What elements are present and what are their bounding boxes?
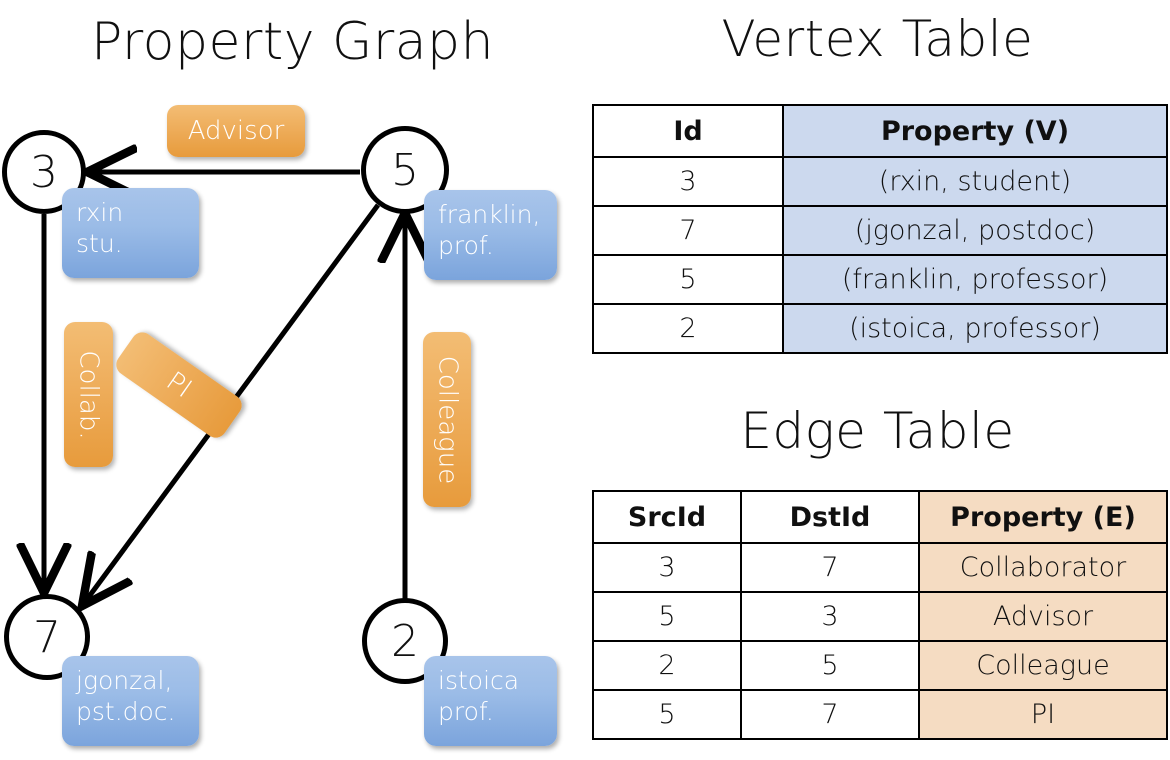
table-row[interactable]: 5 (franklin, professor) — [592, 254, 1168, 305]
vertex-row-1-id: 7 — [592, 205, 784, 256]
edge-table-header-srcid: SrcId — [592, 490, 742, 544]
vertex-row-1-property: (jgonzal, postdoc) — [782, 205, 1168, 256]
edge-row-2-dst: 5 — [740, 640, 920, 691]
table-row[interactable]: 5 7 PI — [592, 689, 1168, 740]
graph-node-2-id: 2 — [391, 615, 419, 667]
vertex-callout-2[interactable]: istoica prof. — [424, 656, 557, 746]
edge-table: SrcId DstId Property (E) 3 7 Collaborato… — [592, 490, 1168, 740]
vertex-callout-7-line1: jgonzal, — [76, 666, 173, 695]
table-row[interactable]: 3 7 Collaborator — [592, 542, 1168, 593]
edge-row-3-property: PI — [918, 689, 1168, 740]
table-row[interactable]: 2 (istoica, professor) — [592, 303, 1168, 354]
edge-table-header-property: Property (E) — [918, 490, 1168, 544]
vertex-table: Id Property (V) 3 (rxin, student) 7 (jgo… — [592, 104, 1168, 354]
vertex-callout-5-line1: franklin, — [438, 200, 541, 229]
graph-node-3-id: 3 — [30, 146, 58, 198]
vertex-row-2-property: (franklin, professor) — [782, 254, 1168, 305]
edge-label-advisor-text: Advisor — [187, 116, 285, 146]
table-row[interactable]: 7 (jgonzal, postdoc) — [592, 205, 1168, 256]
vertex-row-2-id: 5 — [592, 254, 784, 305]
graph-node-5-id: 5 — [391, 144, 419, 196]
edge-row-2-src: 2 — [592, 640, 742, 691]
vertex-callout-3-line2: stu. — [76, 228, 123, 258]
vertex-row-0-property: (rxin, student) — [782, 156, 1168, 207]
vertex-table-header-property: Property (V) — [782, 104, 1168, 158]
table-row[interactable]: 2 5 Colleague — [592, 640, 1168, 691]
vertex-row-3-property: (istoica, professor) — [782, 303, 1168, 354]
vertex-callout-3[interactable]: rxin stu. — [62, 188, 199, 278]
edge-row-2-property: Colleague — [918, 640, 1168, 691]
table-row[interactable]: 5 3 Advisor — [592, 591, 1168, 642]
edge-row-1-src: 5 — [592, 591, 742, 642]
edge-table-header-dstid: DstId — [740, 490, 920, 544]
edge-row-0-property: Collaborator — [918, 542, 1168, 593]
edge-label-pi-text: PI — [160, 366, 198, 404]
edge-label-collab[interactable]: Collab. — [64, 322, 113, 467]
edge-label-collab-text: Collab. — [73, 349, 104, 440]
page-title-property-graph: Property Graph — [90, 12, 495, 72]
edge-row-1-dst: 3 — [740, 591, 920, 642]
property-graph-diagram: 3 5 7 2 rxin stu. franklin, prof. jgonza… — [2, 105, 557, 746]
graph-node-2[interactable]: 2 — [362, 598, 448, 684]
edge-label-advisor[interactable]: Advisor — [167, 105, 305, 157]
edge-row-1-property: Advisor — [918, 591, 1168, 642]
vertex-callout-5-line2: prof. — [438, 230, 494, 260]
vertex-table-header-row: Id Property (V) — [592, 104, 1168, 158]
vertex-callout-2-line2: prof. — [438, 696, 494, 726]
vertex-callout-7[interactable]: jgonzal, pst.doc. — [62, 656, 199, 746]
edge-row-0-dst: 7 — [740, 542, 920, 593]
edge-label-colleague-text: Colleague — [432, 355, 463, 484]
edge-table-header-row: SrcId DstId Property (E) — [592, 490, 1168, 544]
graph-node-7-id: 7 — [33, 611, 61, 663]
page-title-vertex-table: Vertex Table — [721, 10, 1034, 68]
edge-label-colleague[interactable]: Colleague — [423, 332, 471, 507]
vertex-callout-5[interactable]: franklin, prof. — [424, 190, 557, 280]
vertex-callout-2-line1: istoica — [438, 666, 520, 695]
vertex-row-0-id: 3 — [592, 156, 784, 207]
vertex-table-header-id: Id — [592, 104, 784, 158]
vertex-callout-3-line1: rxin — [76, 198, 124, 227]
edge-row-3-src: 5 — [592, 689, 742, 740]
vertex-callout-7-line2: pst.doc. — [76, 696, 176, 726]
page-title-edge-table: Edge Table — [740, 402, 1015, 460]
edge-row-0-src: 3 — [592, 542, 742, 593]
vertex-row-3-id: 2 — [592, 303, 784, 354]
edge-row-3-dst: 7 — [740, 689, 920, 740]
table-row[interactable]: 3 (rxin, student) — [592, 156, 1168, 207]
